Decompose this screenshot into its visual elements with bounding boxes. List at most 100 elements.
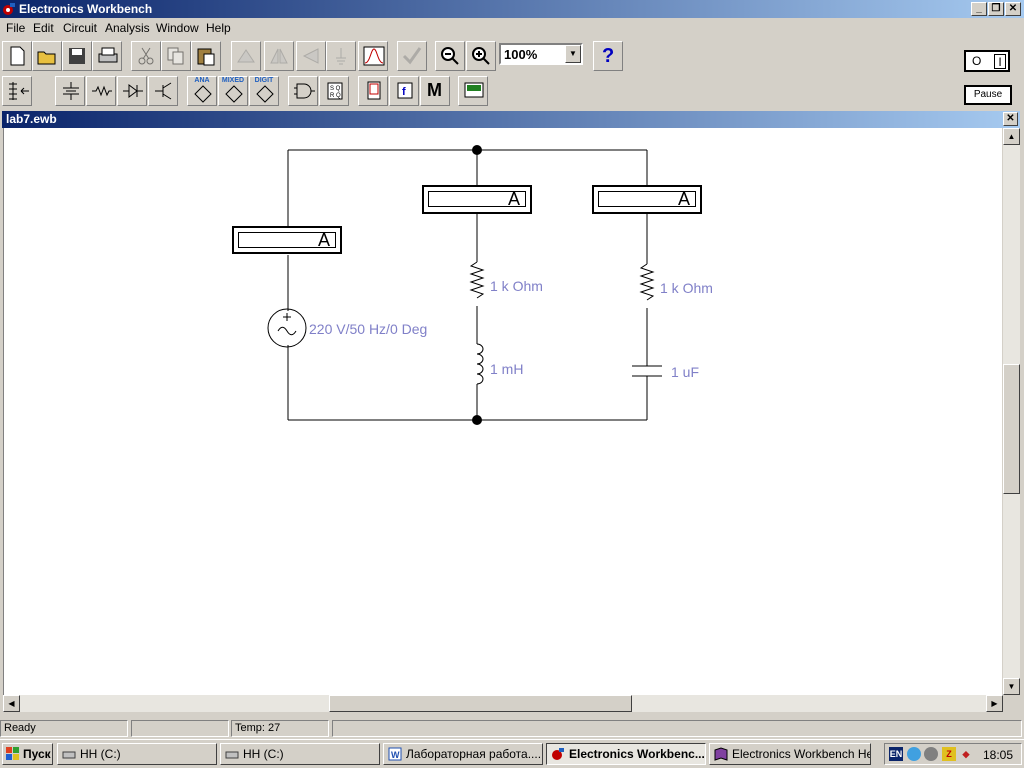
analog-ic-icon [194,85,212,103]
windows-logo-icon [6,747,19,760]
analysis-graphs-button[interactable] [397,41,427,71]
zoom-in-button[interactable] [466,41,496,71]
zoom-out-button[interactable] [435,41,465,71]
help-button[interactable]: ? [593,41,623,71]
chevron-down-icon[interactable]: ▼ [565,45,581,63]
open-file-button[interactable] [32,41,62,71]
instruments-bin-button[interactable] [458,76,488,106]
flip-horizontal-icon [302,48,319,64]
save-button[interactable] [62,41,92,71]
flip-horizontal-button[interactable] [296,41,326,71]
flipflop-icon: S QR Q [327,82,343,100]
instrument-icon [464,82,484,98]
zoom-out-icon [441,47,459,65]
ammeter-rl-branch[interactable]: A [422,185,532,214]
taskbar-item-workbench-help[interactable]: Electronics Workbench Help [709,743,871,765]
close-button[interactable]: ✕ [1005,2,1021,16]
scroll-left-icon[interactable]: ◀ [3,695,20,712]
horizontal-scrollbar[interactable]: ◀ ▶ [3,695,1003,712]
ammeter-rl-symbol: A [508,189,521,209]
power-switch[interactable]: O I [964,50,1010,72]
logic-gates-bin-button[interactable] [288,76,318,106]
print-button[interactable] [92,41,122,71]
new-file-button[interactable] [2,41,32,71]
status-temperature: Temp: 27 [231,720,329,737]
circuit-canvas[interactable]: A A A 220 V/50 Hz/0 Deg 1 k Ohm 1 mH 1 k… [3,128,1002,695]
antivirus-icon[interactable]: ◆ [962,749,970,759]
windows-taskbar: Пуск HH (C:) HH (C:) W Лабораторная рабо… [0,739,1024,768]
rotate-button[interactable] [231,41,261,71]
indicators-bin-button[interactable] [358,76,388,106]
svg-text:f: f [402,86,406,98]
network-icon[interactable] [907,747,921,761]
diode-icon [123,84,143,98]
menu-edit[interactable]: Edit [33,21,54,35]
save-disk-icon [69,48,85,64]
mixed-ics-bin-button[interactable]: MIXED [218,76,248,106]
document-close-button[interactable]: ✕ [1003,112,1018,126]
vertical-scrollbar[interactable]: ▲ ▼ [1003,128,1020,695]
circuit-schematic[interactable] [4,128,1003,695]
taskbar-item-label: Electronics Workbench Help [732,747,871,761]
status-blank [131,720,229,737]
resistor-icon [92,85,112,97]
menu-analysis[interactable]: Analysis [105,21,150,35]
restore-button[interactable]: ❐ [988,2,1004,16]
analog-ics-bin-button[interactable]: ANA [187,76,217,106]
minimize-button[interactable]: _ [971,2,987,16]
taskbar-item-drive-1[interactable]: HH (C:) [57,743,217,765]
component-properties-button[interactable] [326,41,356,71]
taskbar-item-label: HH (C:) [80,747,121,761]
taskbar-item-word-doc[interactable]: W Лабораторная работа.... [383,743,543,765]
junction-node-top [472,145,482,155]
taskbar-item-drive-2[interactable]: HH (C:) [220,743,380,765]
basic-bin-button[interactable] [86,76,116,106]
ana-label: ANA [194,77,210,84]
paste-button[interactable] [191,41,221,71]
drive-icon [62,751,76,759]
create-subcircuit-button[interactable] [358,41,388,71]
zoom-select[interactable]: 100% ▼ [499,43,583,65]
taskbar-item-workbench[interactable]: Electronics Workbenc... [546,743,706,765]
diodes-bin-button[interactable] [117,76,147,106]
zonealarm-icon[interactable]: Z [942,747,956,761]
sources-bin-button[interactable] [55,76,85,106]
favorites-bin-button[interactable] [2,76,32,106]
scroll-up-icon[interactable]: ▲ [1003,128,1020,145]
taskbar-item-label: Лабораторная работа.... [406,747,542,761]
power-off-label: O [972,54,982,68]
cut-button[interactable] [131,41,161,71]
svg-text:W: W [391,750,400,760]
horizontal-scroll-thumb[interactable] [329,695,632,712]
system-tray: EN Z ◆ 18:05 [884,743,1022,765]
menu-circuit[interactable]: Circuit [63,21,98,35]
language-indicator[interactable]: EN [889,747,903,761]
menu-window[interactable]: Window [156,21,199,35]
flip-vertical-button[interactable] [264,41,294,71]
ammeter-source[interactable]: A [232,226,342,254]
menu-file[interactable]: File [6,21,26,35]
copy-icon [167,47,184,65]
zoom-value: 100% [504,47,538,62]
status-bar: Ready Temp: 27 [0,719,1024,738]
transistors-bin-button[interactable] [148,76,178,106]
scroll-right-icon[interactable]: ▶ [986,695,1003,712]
ac-source-label: 220 V/50 Hz/0 Deg [309,321,428,337]
vertical-scroll-thumb[interactable] [1003,364,1020,494]
pause-button[interactable]: Pause [964,85,1012,105]
start-button[interactable]: Пуск [2,743,53,765]
digital-ic-icon [256,85,274,103]
scroll-down-icon[interactable]: ▼ [1003,678,1020,695]
controls-bin-button[interactable]: f [389,76,419,106]
miscellaneous-bin-button[interactable]: M [420,76,450,106]
digital-ics-bin-button[interactable]: DIGIT [249,76,279,106]
taskbar-item-label: HH (C:) [243,747,284,761]
copy-button[interactable] [161,41,191,71]
status-ready: Ready [0,720,128,737]
resistor-r1-label: 1 k Ohm [490,278,543,294]
ammeter-rc-branch[interactable]: A [592,185,702,214]
workbench-app-icon [552,748,564,760]
menu-help[interactable]: Help [206,21,231,35]
volume-icon[interactable] [924,747,938,761]
